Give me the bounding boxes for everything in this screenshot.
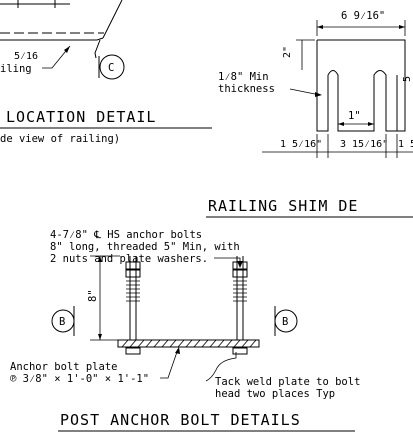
shim-right-dim: 1 5	[398, 139, 413, 150]
section-marker-c	[99, 54, 125, 80]
location-detail-note: de view of railing)	[0, 133, 120, 145]
location-callout-fraction: 5⁄16	[14, 51, 38, 62]
shim-min-thickness-line2: thickness	[218, 83, 275, 95]
anchor-plate-label-line2: ℗ 3⁄8" × 1'-0" × 1'-1"	[10, 373, 149, 385]
shim-slots	[327, 70, 397, 132]
location-callout-text: iling	[0, 63, 32, 75]
anchor-bolt-right	[232, 256, 248, 355]
location-detail-title: LOCATION DETAIL	[6, 108, 156, 126]
weld-note-leader	[205, 352, 237, 382]
shim-top-width-dim: 6 9⁄16"	[341, 10, 385, 22]
weld-note-line2: head two places Typ	[215, 388, 335, 400]
anchor-bolt-left	[125, 256, 141, 355]
shim-right-dim-partial: 5	[402, 76, 413, 82]
anchor-note-line3: 2 nuts and plate washers.	[50, 253, 208, 265]
anchor-note-line1: 4-7⁄8" ℄ HS anchor bolts	[50, 229, 202, 241]
bolt-length-dim: 8"	[87, 289, 99, 302]
shim-min-thickness-line1: 1⁄8" Min	[218, 71, 269, 83]
shim-center-dim: 3 15⁄16"	[340, 139, 388, 150]
anchor-plate-leader	[160, 348, 179, 379]
shim-outline	[316, 39, 406, 132]
shim-left-dim: 1 5⁄16"	[280, 139, 322, 150]
weld-note-line1: Tack weld plate to bolt	[215, 376, 360, 388]
railing-shim-title: RAILING SHIM DE	[208, 197, 358, 215]
railing-shim-detail: 6 9⁄16" 2" 5 1⁄8" Min thickness 1" 1 5⁄1…	[206, 10, 413, 218]
section-marker-c-label: C	[108, 62, 114, 74]
shim-slot-width-dim: 1"	[348, 110, 361, 122]
section-marker-b-right-label: B	[282, 316, 288, 328]
post-anchor-detail: 4-7⁄8" ℄ HS anchor bolts 8" long, thread…	[10, 229, 360, 432]
post-anchor-title: POST ANCHOR BOLT DETAILS	[60, 411, 301, 429]
location-leader	[42, 45, 71, 69]
shim-height-dim: 2"	[282, 46, 293, 58]
section-marker-b-left-label: B	[59, 316, 65, 328]
anchor-note-line2: 8" long, threaded 5" Min, with	[50, 241, 240, 253]
location-detail: 5⁄16 iling C LOCATION DETAIL de view of …	[0, 0, 212, 145]
railing-edge-line	[102, 0, 123, 39]
anchor-plate-label-line1: Anchor bolt plate	[10, 361, 117, 373]
